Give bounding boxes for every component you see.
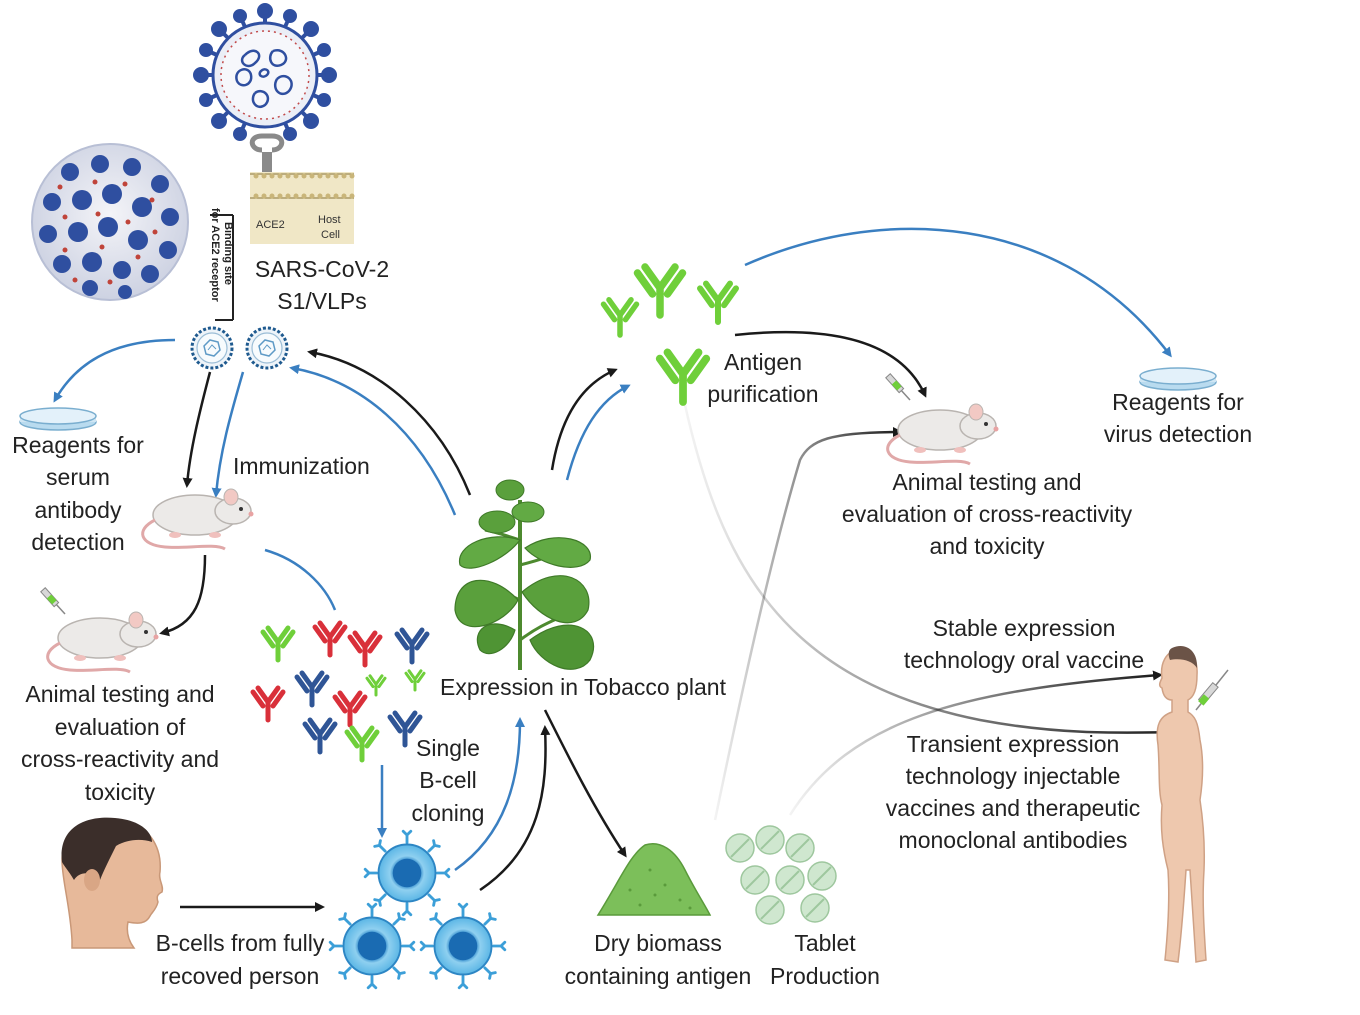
antibody-icon <box>638 267 683 315</box>
ace2-receptor-icon <box>249 133 355 244</box>
human-body-icon <box>1156 646 1207 963</box>
biomass-pile-icon <box>596 843 712 916</box>
single-bcell-label-2: B-cell <box>419 767 477 793</box>
reagents-serum-label-3: antibody <box>35 497 122 523</box>
arrow-plant-to-antigen-blue <box>565 384 631 481</box>
tobacco-plant-icon <box>454 479 595 670</box>
reagents-virus-label-1: Reagents for <box>1112 389 1244 415</box>
animal-testing-left-label-1: Animal testing and <box>25 681 214 707</box>
sars-label-2: S1/VLPs <box>277 288 367 314</box>
b-cell-icon <box>328 902 416 990</box>
antibody-icon <box>660 352 707 402</box>
arrow-antigen-to-mouse-right <box>734 330 927 398</box>
animal-testing-right-label-3: and toxicity <box>929 533 1045 559</box>
arrow-vlp-to-mouse-blue <box>211 371 245 498</box>
antibody-icon <box>297 673 327 705</box>
antibody-icon <box>700 284 736 322</box>
mouse-icon <box>141 487 255 551</box>
arrow-plant-to-vlp-black <box>307 348 472 496</box>
transient-expression-label-2: technology injectable <box>906 763 1121 789</box>
arrow-plant-to-antigen-black <box>550 368 618 471</box>
host-cell-label-1: Host <box>318 214 341 226</box>
dry-biomass-label-1: Dry biomass <box>594 930 722 956</box>
arrow-tablet-to-human <box>788 670 1163 816</box>
antibody-icon <box>350 633 380 665</box>
arrows <box>53 227 1183 912</box>
arrow-biomass-to-mouse-right <box>713 427 903 821</box>
vlp-icon <box>245 326 289 370</box>
human-head-icon <box>61 817 164 949</box>
ace2-label: ACE2 <box>256 219 285 231</box>
arrow-mouse-to-animal-testing <box>159 554 207 637</box>
arrow-antigen-to-virus-reagents <box>744 227 1172 358</box>
binding-site-label-2: for ACE2 receptor <box>209 208 221 302</box>
antibody-icon <box>263 628 293 660</box>
tablet-icon <box>725 825 837 925</box>
antibody-icon <box>604 300 637 335</box>
host-cell-label-2: Cell <box>321 229 340 241</box>
b-cell-icon <box>363 829 451 917</box>
antibody-icon <box>315 623 345 655</box>
antigen-purification-label-1: Antigen <box>724 349 802 375</box>
binding-site-label-1: Binding site <box>222 222 234 285</box>
petri-dish-icon <box>1139 367 1217 391</box>
bcells-person-label-2: recoved person <box>161 963 320 989</box>
antibody-icon <box>305 720 335 752</box>
vlp-icon <box>190 326 234 370</box>
single-bcell-label-1: Single <box>416 735 480 761</box>
animal-testing-right-label-1: Animal testing and <box>892 469 1081 495</box>
antibody-icon <box>347 728 377 760</box>
sars-label-1: SARS-CoV-2 <box>255 256 389 282</box>
arrow-plant-to-vlp-blue <box>289 364 457 516</box>
animal-testing-left-label-2: evaluation of <box>55 714 186 740</box>
mouse-icon <box>46 610 160 674</box>
syringe-icon <box>1195 669 1229 711</box>
antibody-icon <box>335 693 365 725</box>
stable-expression-label-2: technology oral vaccine <box>904 647 1144 673</box>
arrow-plant-to-biomass <box>543 709 627 858</box>
reagents-serum-label-1: Reagents for <box>12 432 144 458</box>
animal-testing-left-label-4: toxicity <box>85 779 156 805</box>
transient-expression-label-4: monoclonal antibodies <box>899 827 1128 853</box>
bcells-person-label-1: B-cells from fully <box>156 930 325 956</box>
arrow-vlp-to-mouse-black <box>182 371 212 488</box>
single-bcell-label-3: cloning <box>412 800 485 826</box>
coronavirus-icon <box>31 143 189 301</box>
tablet-label-2: Production <box>770 963 880 989</box>
animal-testing-right-label-2: evaluation of cross-reactivity <box>842 501 1133 527</box>
syringe-icon <box>40 587 66 615</box>
antigen-purification-label-2: purification <box>707 381 818 407</box>
syringe-icon <box>885 373 911 401</box>
transient-expression-label-3: vaccines and therapeutic <box>886 795 1140 821</box>
mouse-icon <box>886 402 1000 466</box>
arrow-antigen-to-human <box>683 404 1183 738</box>
reagents-serum-label-4: detection <box>31 529 124 555</box>
binding-site-bracket <box>210 214 234 321</box>
antibody-icon <box>365 674 387 697</box>
arrow-vlp-to-serum-reagents <box>53 338 176 403</box>
b-cell-icon <box>419 902 507 990</box>
stable-expression-label-1: Stable expression <box>933 615 1116 641</box>
dry-biomass-label-2: containing antigen <box>565 963 752 989</box>
antibody-icon <box>397 630 427 662</box>
transient-expression-label-1: Transient expression <box>907 731 1120 757</box>
reagents-serum-label-2: serum <box>46 464 110 490</box>
animal-testing-left-label-3: cross-reactivity and <box>21 746 219 772</box>
arrow-bcell-to-plant-black <box>479 725 551 892</box>
reagents-virus-label-2: virus detection <box>1104 421 1252 447</box>
tobacco-label: Expression in Tobacco plant <box>440 674 727 700</box>
immunization-label: Immunization <box>233 453 370 479</box>
antibody-cluster <box>253 623 427 760</box>
antibody-icon <box>253 688 283 720</box>
sars-cov-2-spike-icon <box>193 3 337 141</box>
petri-dish-icon <box>19 407 97 431</box>
arrow-bcell-to-plant-blue <box>454 717 525 872</box>
tablet-label-1: Tablet <box>794 930 856 956</box>
arrow-mouse-to-antibodies <box>264 548 337 611</box>
antibody-icon <box>404 669 426 692</box>
